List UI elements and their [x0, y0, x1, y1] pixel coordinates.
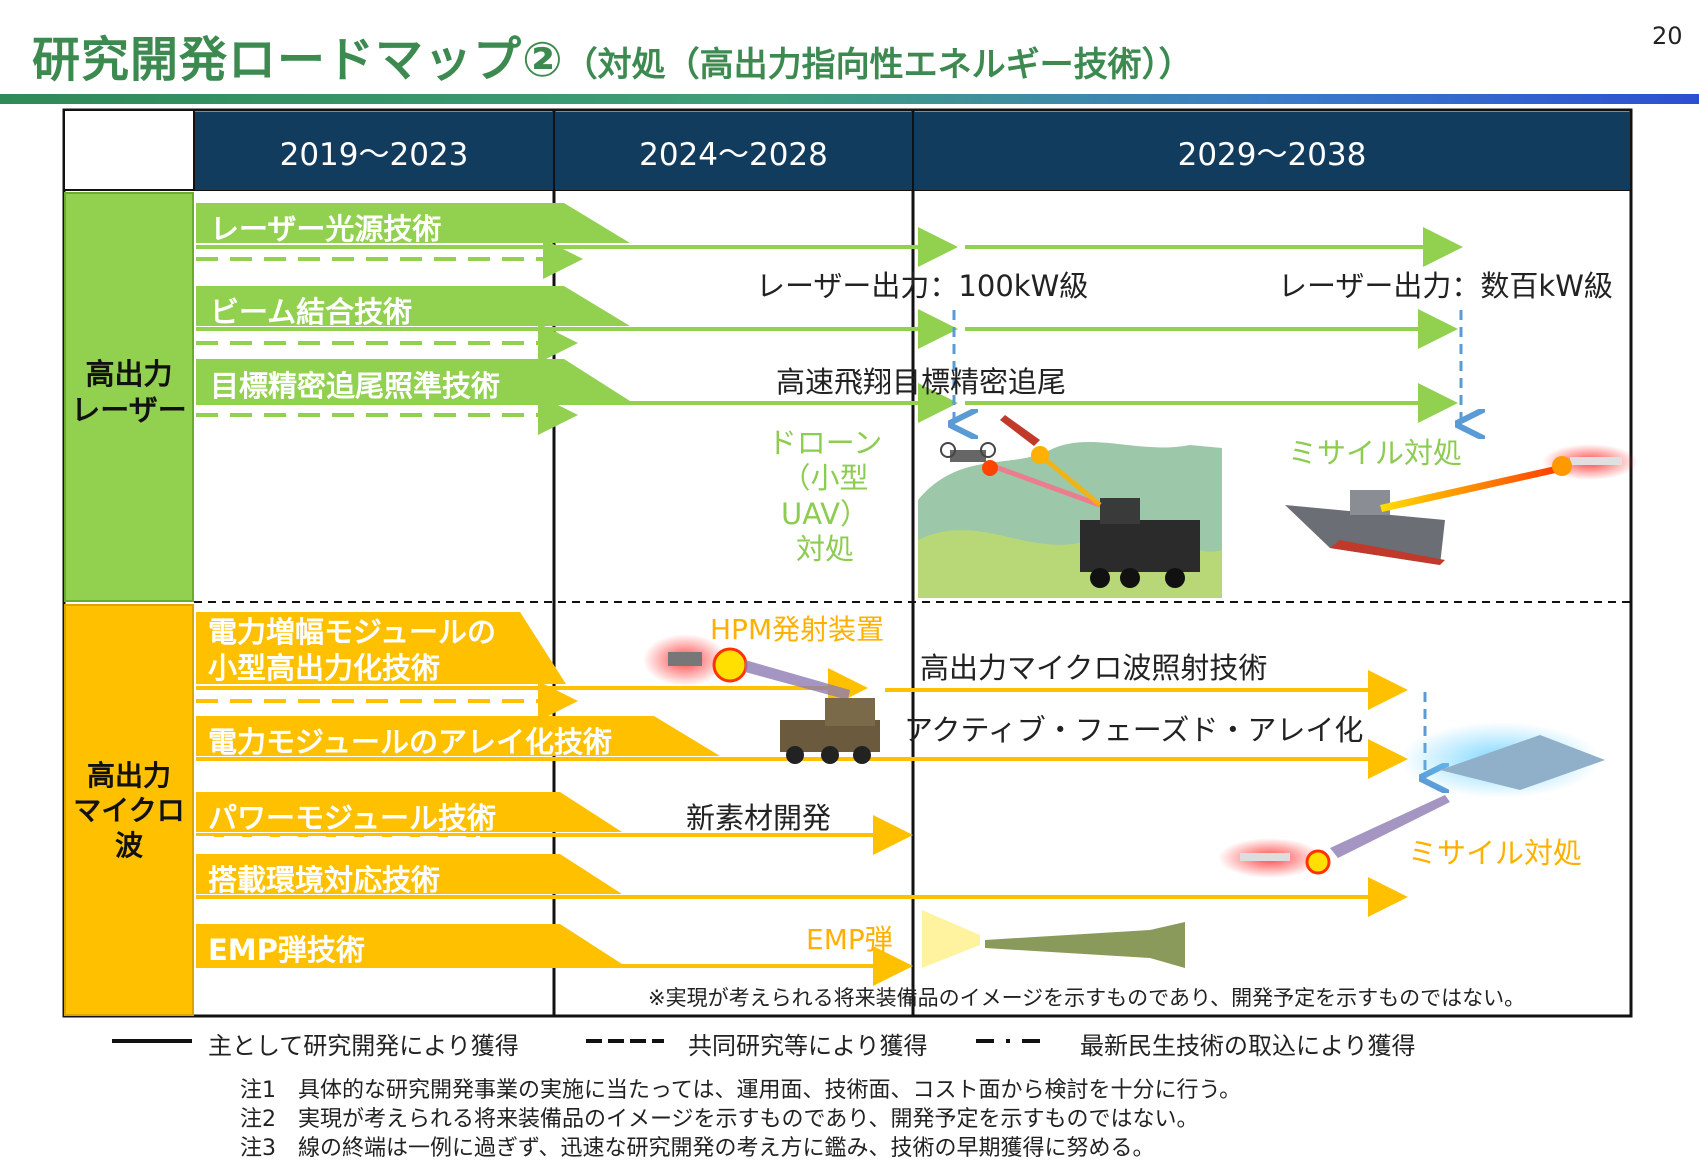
- mw-tech-banner-5: [196, 924, 622, 964]
- hpm-antenna: [825, 698, 875, 726]
- microwave-category-bar: [64, 604, 194, 1016]
- laser-truck-wheel-1: [1090, 568, 1110, 588]
- laser-beam-1: [989, 462, 1101, 508]
- period-header-1: 2019～2023: [195, 112, 553, 190]
- aesa-label: アクティブ・フェーズド・アレイ化: [904, 713, 1364, 747]
- mw-tech-label-2: 電力モジュールのアレイ化技術: [208, 725, 612, 759]
- new-material-label: 新素材開発: [686, 801, 832, 835]
- mw-tech-label-1: 電力増幅モジュールの 小型高出力化技術: [208, 615, 496, 685]
- emp-shell-label: EMP弾: [806, 923, 893, 956]
- laser-tech-label-2: ビーム結合技術: [210, 295, 413, 329]
- ship-illustration: [1285, 444, 1638, 565]
- laser-tech-label-1: レーザー光源技術: [210, 212, 442, 246]
- emp-illustration: [922, 910, 1185, 968]
- drone-hpm-target: [668, 652, 702, 666]
- hpm-illustration: [643, 634, 880, 764]
- falling-missile: [1000, 415, 1040, 446]
- laser-tech-banner-1: [196, 203, 630, 243]
- hpm-irradiation-label: 高出力マイクロ波照射技術: [920, 651, 1268, 685]
- grid-corner-cell: [63, 109, 195, 191]
- microwave-category-text: 高出力 マイクロ波: [73, 758, 185, 862]
- laser-truck-body: [1080, 520, 1200, 572]
- page-number: 20: [1652, 22, 1683, 50]
- laser-tech-label-3: 目標精密追尾照準技術: [210, 369, 501, 403]
- hpm-truck-wheel-1: [786, 746, 804, 764]
- note-2: 注2 実現が考えられる将来装備品のイメージを示すものであり、開発予定を示すもので…: [240, 1107, 1199, 1132]
- incoming-missile-laser: [1570, 457, 1622, 465]
- laser-tracking-label: 高速飛翔目標精密追尾: [776, 365, 1067, 399]
- ship-waterline: [1330, 540, 1445, 565]
- laser-beam-2: [1038, 453, 1102, 507]
- incoming-missile-hpm: [1240, 853, 1290, 861]
- emp-flash: [922, 910, 980, 968]
- hpm-beam-aircraft: [1330, 795, 1450, 858]
- laser-truck-wheel-2: [1120, 568, 1140, 588]
- legend-solid-label: 主として研究開発により獲得: [208, 1032, 519, 1060]
- mw-tech-label-3: パワーモジュール技術: [208, 801, 496, 835]
- ship-laser-beam: [1380, 465, 1560, 512]
- laser-tech-banner-3: [196, 359, 630, 401]
- page-subtitle: （対処（高出力指向性エネルギー技術））: [563, 45, 1193, 85]
- drone-target: [940, 442, 996, 462]
- missile-hit-laser: [1552, 456, 1572, 476]
- page-title: 研究開発ロードマップ②: [32, 32, 564, 88]
- laser-category-label: 高出力 レーザー: [66, 352, 192, 432]
- aircraft-illustration: [1218, 722, 1605, 878]
- drone-explosion: [982, 460, 998, 476]
- mw-tech-label-5: EMP弾技術: [208, 933, 365, 967]
- mw-tech-banner-2: [196, 716, 720, 756]
- legend-dashdot-label: 最新民生技術の取込により獲得: [1080, 1032, 1416, 1060]
- laser-truck-wheel-3: [1165, 568, 1185, 588]
- laser-tech-banner-2: [196, 286, 630, 326]
- page-title-block: 研究開発ロードマップ②（対処（高出力指向性エネルギー技術））: [32, 20, 1193, 90]
- aircraft-body: [1440, 735, 1605, 790]
- missile-explosion: [1031, 446, 1049, 464]
- mw-missile-countermeasure-label: ミサイル対処: [1408, 836, 1583, 870]
- mw-tech-banner-3: [196, 792, 622, 832]
- missile-hit-hpm: [1305, 849, 1331, 875]
- laser-output-100kw: レーザー出力：100kW級: [756, 269, 1089, 303]
- mw-tech-label-4: 搭載環境対応技術: [208, 863, 441, 897]
- period-header-3: 2029～2038: [914, 112, 1630, 190]
- drone-countermeasure-label: ドローン （小型UAV） 対処: [767, 426, 883, 567]
- period-header-2: 2024～2028: [555, 112, 912, 190]
- mw-tech-banner-1: [196, 612, 566, 684]
- laser-vehicle-illustration: [918, 415, 1222, 598]
- hpm-launcher-label: HPM発射装置: [710, 613, 885, 646]
- laser-truck-cab: [1100, 498, 1140, 524]
- note-1: 注1 具体的な研究開発事業の実施に当たっては、運用面、技術面、コスト面から検討を…: [240, 1078, 1242, 1103]
- hpm-truck-wheel-3: [853, 746, 871, 764]
- laser-missile-countermeasure-label: ミサイル対処: [1288, 436, 1463, 470]
- laser-category-text: 高出力 レーザー: [71, 356, 187, 427]
- note-3: 注3 線の終端は一例に過ぎず、迅速な研究開発の考え方に鑑み、技術の早期獲得に努め…: [240, 1136, 1155, 1161]
- title-underline: [0, 94, 1699, 104]
- laser-category-bar: [64, 192, 194, 602]
- emp-projectile: [985, 922, 1185, 968]
- hpm-beam: [745, 660, 850, 700]
- mw-tech-banner-4: [196, 854, 622, 894]
- laser-output-hundreds-kw: レーザー出力：数百kW級: [1278, 269, 1613, 303]
- legend-dashed-label: 共同研究等により獲得: [688, 1032, 928, 1060]
- ship-hull: [1285, 505, 1445, 565]
- microwave-category-label: 高出力 マイクロ波: [66, 759, 192, 862]
- hpm-truck-wheel-2: [821, 746, 839, 764]
- image-disclaimer: ※実現が考えられる将来装備品のイメージを示すものであり、開発予定を示すものではな…: [648, 986, 1526, 1010]
